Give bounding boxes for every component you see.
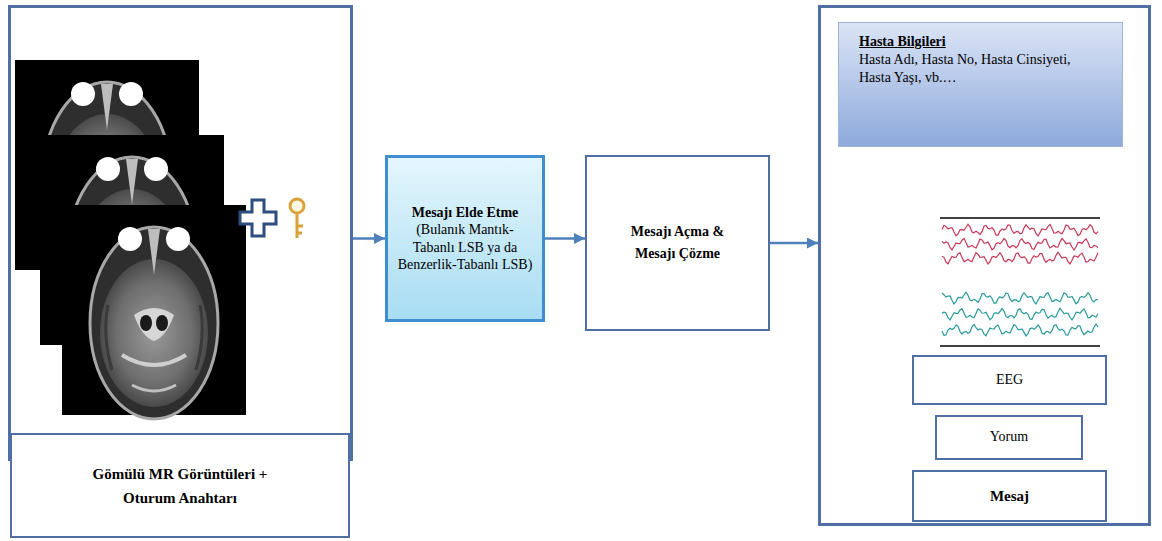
node-body-text: Hasta Adı, Hasta No, Hasta Cinsiyeti, Ha…	[859, 51, 1094, 87]
node-text: Yorum	[990, 428, 1028, 446]
mr-image	[62, 205, 246, 419]
flow-arrow	[770, 242, 818, 245]
key-icon	[290, 199, 304, 238]
flow-arrow	[545, 237, 585, 240]
label-box: Gömülü MR Görüntüleri + Oturum Anahtarı	[10, 433, 350, 538]
node-text: Hasta Bilgileri	[859, 33, 946, 51]
node-text: Mesajı Açma & Mesajı Çözme	[623, 221, 733, 266]
eeg-trace	[942, 308, 1098, 320]
node-text: Mesaj	[990, 484, 1029, 508]
eeg-trace	[942, 238, 1098, 250]
eeg-trace	[942, 292, 1098, 304]
info-box: Hasta BilgileriHasta Adı, Hasta No, Hast…	[838, 22, 1123, 147]
node-body-text: (Bulanık Mantık-Tabanlı LSB ya da Benzer…	[396, 221, 534, 274]
node-text: Gömülü MR Görüntüleri + Oturum Anahtarı	[85, 462, 275, 510]
eeg-trace	[942, 252, 1098, 264]
input-panel: Gömülü MR Görüntüleri + Oturum Anahtarı	[8, 5, 353, 461]
eeg-signal	[940, 218, 1100, 346]
eeg-trace	[942, 324, 1098, 336]
process-box: Mesajı Açma & Mesajı Çözme	[585, 155, 770, 331]
content-box: EEG	[912, 355, 1107, 405]
flow-arrow	[353, 237, 385, 240]
content-box: Yorum	[935, 415, 1083, 460]
node-text: EEG	[996, 371, 1023, 389]
plus-symbol	[240, 200, 276, 236]
process-box: Mesajı Elde Etme(Bulanık Mantık-Tabanlı …	[385, 155, 545, 322]
label-box: Mesaj	[912, 470, 1107, 522]
eeg-trace	[942, 224, 1098, 236]
output-panel: Hasta BilgileriHasta Adı, Hasta No, Hast…	[818, 5, 1151, 526]
node-text: Mesajı Elde Etme	[412, 204, 519, 222]
